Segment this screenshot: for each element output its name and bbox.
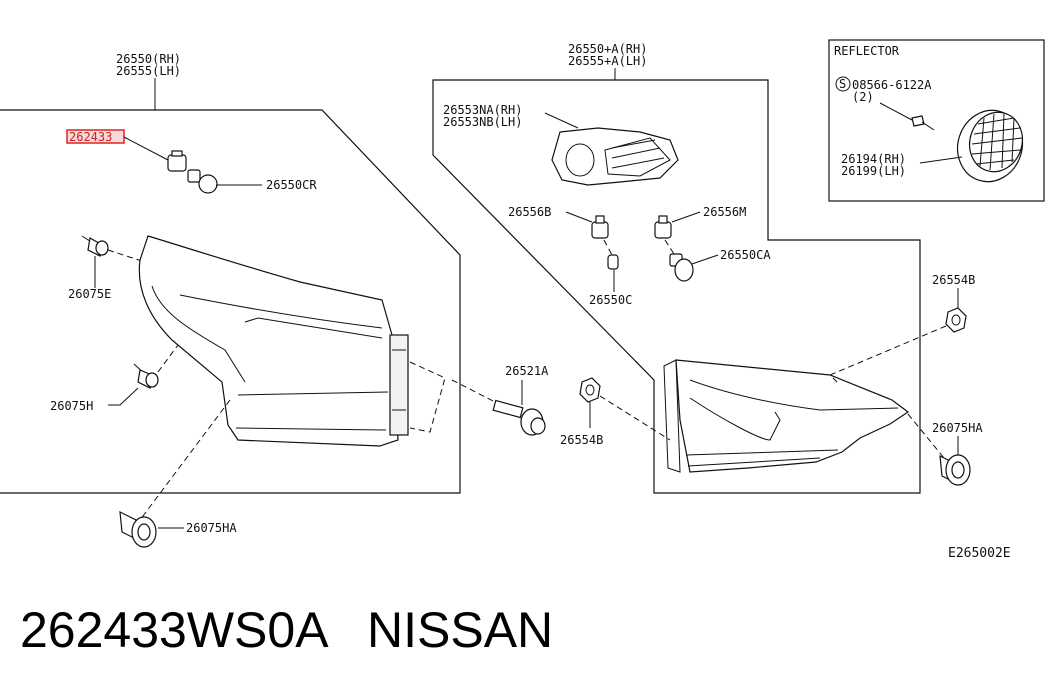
label-reflector-title: REFLECTOR	[834, 44, 900, 58]
screw-symbol-icon	[835, 76, 851, 92]
nut-right-icon	[945, 307, 967, 333]
socket-highlight-box[interactable]	[66, 129, 125, 144]
label-socket-highlight[interactable]: 262433	[69, 130, 112, 144]
gasket-icon	[551, 127, 679, 186]
label-clip-ha-right: 26075HA	[932, 421, 983, 435]
nut-right-dash	[829, 325, 947, 386]
screw-leader	[879, 102, 913, 121]
bulb-ca-icon	[669, 253, 694, 282]
gasket-leader	[544, 112, 579, 129]
bolt-dash	[451, 379, 496, 403]
label-nut-left: 26554B	[560, 433, 603, 447]
label-bulb-cr: 26550CR	[266, 178, 317, 192]
label-socket-b: 26556B	[508, 205, 551, 219]
bulb-c-icon	[607, 254, 619, 270]
label-gasket-lh: 26553NB(LH)	[443, 115, 522, 129]
inner-lamp-body	[663, 359, 910, 473]
label-clip-e: 26075E	[68, 287, 111, 301]
label-refl-rh: 26194(RH)	[841, 152, 906, 166]
label-socket-m: 26556M	[703, 205, 746, 219]
outer-lamp-frame	[0, 109, 461, 494]
reflector-icon	[956, 109, 1024, 183]
label-nut-right: 26554B	[932, 273, 975, 287]
nut-left-icon	[579, 377, 601, 403]
clip-h-dash	[157, 344, 179, 373]
socket-b-dash	[603, 239, 613, 256]
socket-icon	[167, 150, 187, 172]
label-clip-ha-bottom: 26075HA	[186, 521, 237, 535]
caption-brand: NISSAN	[367, 602, 553, 658]
label-bulb-c: 26550C	[589, 293, 632, 307]
label-screw-circle: S	[839, 77, 846, 91]
label-screw-qty: (2)	[852, 90, 874, 104]
label-bolt: 26521A	[505, 364, 549, 378]
label-screw-no: 08566-6122A	[852, 78, 932, 92]
lamp-dash-bottom	[139, 399, 231, 521]
nut-left-dash	[599, 395, 671, 441]
caption-part-number: 262433WS0A	[20, 602, 329, 658]
clip-e-dash	[107, 249, 146, 263]
outer-lamp-body	[138, 235, 409, 447]
socket-m-dash	[664, 239, 675, 255]
label-lamp-lh: 26555(LH)	[116, 64, 181, 78]
bulb-ca-leader	[691, 254, 719, 265]
label-gasket-rh: 26553NA(RH)	[443, 103, 522, 117]
clip-e-icon	[81, 235, 109, 257]
label-bulb-ca: 26550CA	[720, 248, 771, 262]
bolt-icon	[492, 399, 546, 436]
socket-m-icon	[654, 215, 672, 239]
label-inner-lh: 26555+A(LH)	[568, 54, 647, 68]
clip-h-icon	[133, 363, 159, 389]
label-lamp-rh: 26550(RH)	[116, 52, 181, 66]
bulb-cr-icon	[187, 169, 218, 194]
reflector-frame	[828, 39, 1045, 202]
clip-ha-bottom-icon	[119, 510, 157, 548]
label-clip-h: 26075H	[50, 399, 93, 413]
socket-m-leader	[671, 211, 701, 223]
screw-icon	[911, 115, 935, 131]
label-inner-rh: 26550+A(RH)	[568, 42, 647, 56]
label-refl-lh: 26199(LH)	[841, 164, 906, 178]
diagram-code: E265002E	[948, 546, 1011, 561]
socket-b-icon	[591, 215, 609, 239]
clip-h-leader	[108, 387, 139, 406]
reflector-leader	[919, 156, 963, 164]
lamp-dash-right	[409, 361, 446, 433]
socket-leader	[123, 136, 169, 161]
clip-ha-right-icon	[939, 454, 971, 486]
socket-b-leader	[565, 211, 593, 223]
inner-lamp-frame	[432, 79, 921, 494]
